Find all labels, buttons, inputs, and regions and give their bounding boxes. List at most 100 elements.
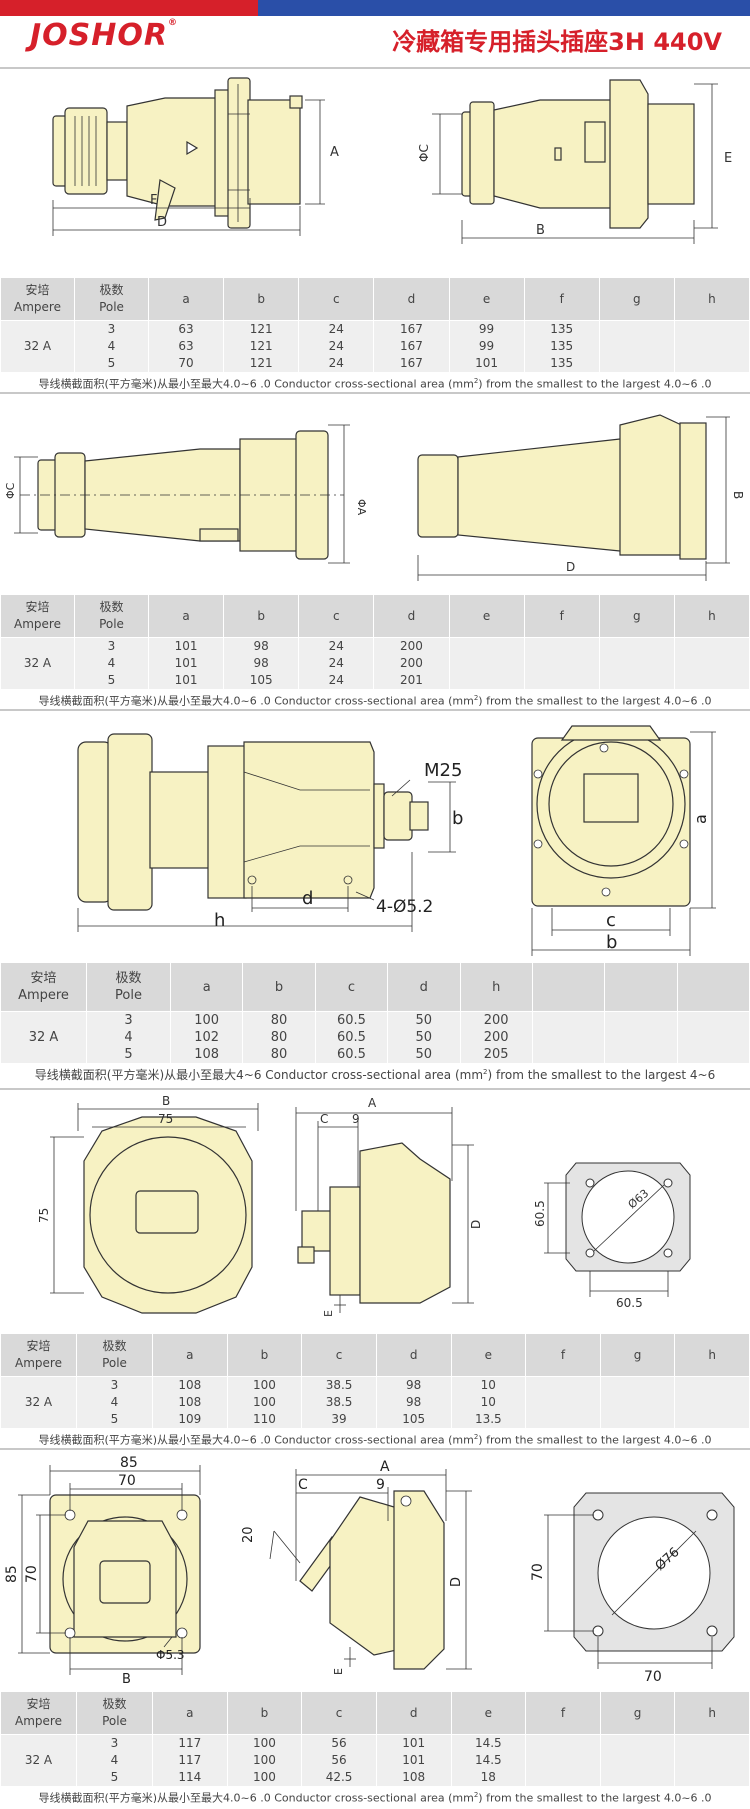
table-cell: 80 [242, 1011, 316, 1029]
col-header: d [375, 1691, 452, 1735]
table-cell: 60.5 [314, 1011, 389, 1029]
dim-label-85-width: 85 [120, 1455, 138, 1471]
table-cell: 60.5 [314, 1029, 389, 1046]
table-cell: 80 [242, 1029, 316, 1046]
table-cell: 3 [86, 1011, 171, 1029]
page-header: JOSHOR® 冷藏箱专用插头插座3H 440V [0, 16, 750, 64]
table-cell: 117 [152, 1752, 228, 1769]
table-cell: 63 [147, 338, 225, 355]
cable-section-note: 导线横截面积(平方毫米)从最小至最大4~6 Conductor cross-se… [0, 1063, 750, 1082]
drawing-section-3: M25 b h d 4-Ø5.2 a c b [0, 712, 750, 958]
dim-label-d: D [449, 1577, 464, 1587]
table-cell: 200 [373, 637, 450, 655]
col-header: c [301, 1691, 377, 1735]
dim-label-d: D [469, 1220, 483, 1229]
table-cell: 100 [226, 1376, 303, 1394]
table-cell: 13.5 [450, 1411, 527, 1428]
dim-label-phi-c: ΦC [417, 144, 431, 162]
table-cell [448, 672, 525, 689]
table-cell: 100 [226, 1394, 303, 1411]
dim-label-m25: M25 [424, 760, 462, 781]
dim-label-60-5-vertical: 60.5 [533, 1200, 547, 1227]
table-cell [673, 355, 750, 372]
table-cell: 60.5 [314, 1046, 389, 1063]
table-cell [598, 338, 675, 355]
col-header: c [314, 962, 389, 1012]
dim-label-d: D [157, 215, 167, 230]
table-cell: 4 [76, 1394, 153, 1411]
dim-label-b: B [731, 491, 745, 499]
table-cell [523, 637, 600, 655]
table-cell: 99 [448, 320, 525, 338]
col-header: e [448, 277, 525, 321]
dim-label-c: c [606, 910, 616, 931]
dim-label-b: B [536, 223, 545, 238]
table-cell: 10 [450, 1394, 527, 1411]
separator [0, 709, 750, 711]
table-cell [525, 1411, 601, 1428]
col-header: h [673, 594, 750, 638]
table-cell: 14.5 [450, 1752, 527, 1769]
table-cell: 109 [152, 1411, 228, 1428]
table-cell: 167 [373, 355, 450, 372]
col-header: b [242, 962, 316, 1012]
table-cell [598, 672, 675, 689]
table-cell: 121 [223, 355, 300, 372]
table-cell: 200 [373, 655, 450, 672]
table-cell: 108 [152, 1394, 228, 1411]
table-cell: 24 [298, 355, 375, 372]
table-cell: 100 [226, 1752, 303, 1769]
table-cell [674, 1769, 750, 1786]
table-cell [674, 1752, 750, 1769]
table-cell: 135 [523, 338, 600, 355]
table-cell [673, 672, 750, 689]
cable-section-note: 导线横截面积(平方毫米)从最小至最大4.0~6 .0 Conductor cro… [0, 1786, 750, 1805]
table-cell [598, 637, 675, 655]
col-header: b [223, 277, 300, 321]
table-cell [598, 355, 675, 372]
cable-section-note: 导线横截面积(平方毫米)从最小至最大4.0~6 .0 Conductor cro… [0, 372, 750, 391]
top-color-bar [0, 0, 750, 16]
table-cell: 56 [301, 1734, 377, 1752]
separator [0, 67, 750, 69]
col-header: e [450, 1691, 527, 1735]
table-cell: 105 [223, 672, 300, 689]
table-cell: 18 [450, 1769, 527, 1786]
table-cell: 24 [298, 637, 375, 655]
table-cell [448, 637, 525, 655]
ampere-cell: 32 A [0, 1734, 77, 1786]
table-cell: 121 [223, 338, 300, 355]
drawing-section-2: ΦC ΦA B D [0, 395, 750, 593]
col-header: a [169, 962, 244, 1012]
dim-label-a: A [380, 1459, 390, 1475]
table-cell: 121 [223, 320, 300, 338]
table-cell: 70 [147, 355, 225, 372]
dim-label-a: A [368, 1096, 377, 1110]
dim-label-e: E [322, 1310, 335, 1317]
table-cell: 99 [448, 338, 525, 355]
table-cell [598, 320, 675, 338]
table-cell [676, 1011, 750, 1029]
col-header: f [523, 277, 600, 321]
dim-label-b: B [162, 1094, 170, 1108]
table-cell: 167 [373, 320, 450, 338]
table-cell: 24 [298, 320, 375, 338]
table-cell: 14.5 [450, 1734, 527, 1752]
dim-label-a: a [691, 814, 710, 824]
table-cell: 4 [74, 338, 149, 355]
table-cell: 38.5 [301, 1376, 377, 1394]
dim-label-60-5-horizontal: 60.5 [616, 1296, 643, 1310]
dim-label-70-horizontal: 70 [644, 1669, 662, 1685]
dim-label-c: C [298, 1477, 308, 1493]
logo-text: JOSHOR [30, 18, 168, 53]
table-cell [673, 655, 750, 672]
table-cell: 4 [74, 655, 149, 672]
table-cell [599, 1411, 676, 1428]
col-header: b [223, 594, 300, 638]
dim-label-e: E [724, 151, 732, 166]
